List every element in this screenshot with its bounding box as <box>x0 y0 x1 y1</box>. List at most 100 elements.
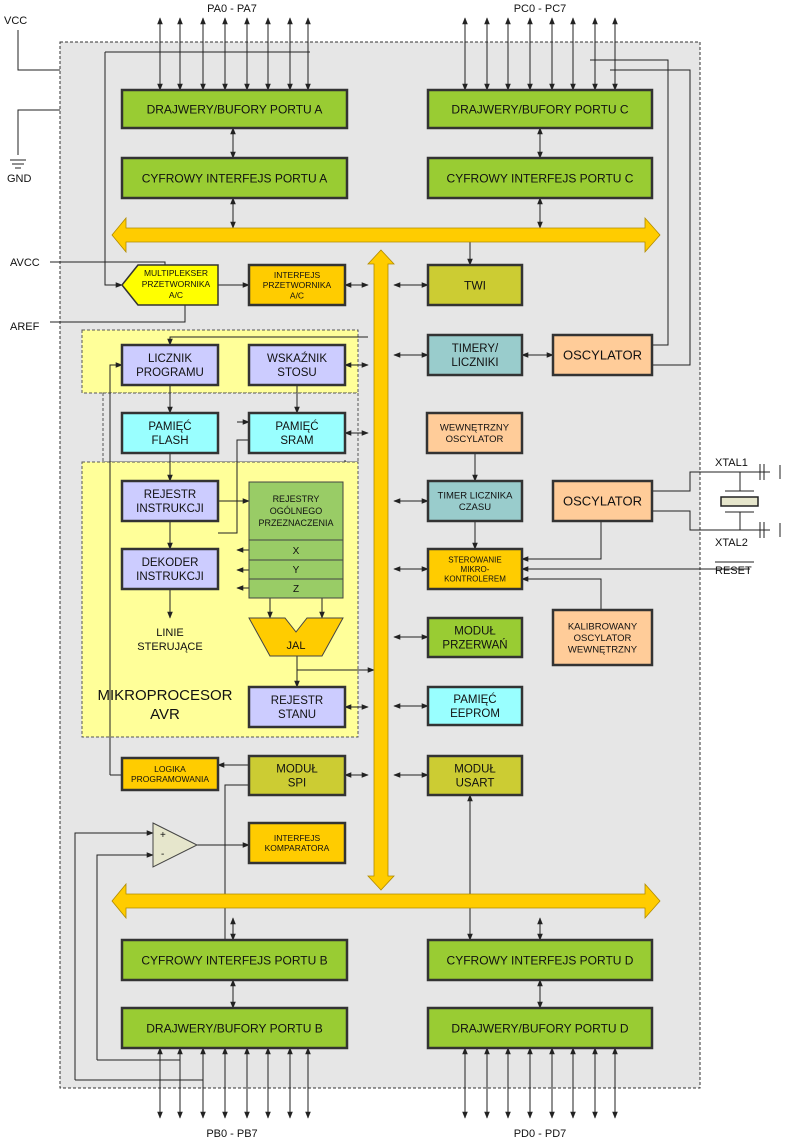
connection-line <box>104 52 123 288</box>
vcc-label: VCC <box>4 15 27 27</box>
watchdog-timer-label: CZASU <box>459 502 491 513</box>
reset-label: RESET <box>715 565 752 577</box>
porta-interface: CYFROWY INTERFEJS PORTU A <box>120 156 349 200</box>
general-purpose-registers: REJESTRY OGÓLNEGO PRZEZNACZENIA X Y Z <box>248 481 344 599</box>
connection-line <box>652 510 770 531</box>
calibrated-oscillator-label: OSCYLATOR <box>574 633 632 644</box>
oscillator-xtal-label: OSCYLATOR <box>563 494 642 509</box>
blocks: DRAJWERY/BUFORY PORTU A CYFROWY INTERFEJS… <box>120 88 654 1050</box>
instruction-register-label: INSTRUKCJI <box>136 503 204 515</box>
connection-line <box>218 439 249 534</box>
crystal <box>720 490 759 513</box>
internal-oscillator-label: OSCYLATOR <box>446 434 504 445</box>
adc-interface-label: INTERFEJS <box>274 270 321 280</box>
flash-memory: PAMIĘĆ FLASH <box>120 411 220 455</box>
connection-line <box>224 784 249 940</box>
analog-comparator: + - <box>152 822 199 868</box>
cpu-title-2: AVR <box>150 706 180 723</box>
program-counter-label: LICZNIK <box>148 353 192 365</box>
stack-pointer-label: WSKAŹNIK <box>267 352 327 365</box>
registers-title-1: REJESTRY <box>273 494 320 504</box>
stack-pointer: WSKAŹNIK STOSU <box>247 343 347 387</box>
wires <box>10 17 781 1119</box>
control-lines-label-1: LINIE <box>156 627 184 639</box>
mcu-control-label: MIKRO- <box>461 565 490 574</box>
flash-memory-label: FLASH <box>151 435 188 447</box>
mcu-control-label: KONTROLEREM <box>444 574 506 583</box>
portc-pins-label: PC0 - PC7 <box>514 3 567 15</box>
timers-counters-label: LICZNIKI <box>451 357 498 369</box>
porta-interface-label: CYFROWY INTERFEJS PORTU A <box>142 171 328 185</box>
internal-oscillator-label: WEWNĘTRZNY <box>440 423 510 434</box>
spi: MODUŁ SPI <box>247 754 347 797</box>
sram-memory-label: SRAM <box>280 435 313 447</box>
portc-interface: CYFROWY INTERFEJS PORTU C <box>426 156 654 200</box>
xtal2-label: XTAL2 <box>715 537 748 549</box>
instruction-decoder-label: INSTRUKCJI <box>136 571 204 583</box>
spi-label: SPI <box>288 778 307 790</box>
connection-line <box>50 305 186 323</box>
connection-line <box>74 830 154 1080</box>
flash-memory-label: PAMIĘĆ <box>148 420 191 433</box>
portb-interface-label: CYFROWY INTERFEJS PORTU B <box>141 953 327 967</box>
comparator-minus: - <box>161 849 164 860</box>
instruction-register-label: REJESTR <box>144 489 196 501</box>
calibrated-oscillator-label: WEWNĘTRZNY <box>568 644 638 655</box>
timers-counters: TIMERY/LICZNIKI <box>426 333 524 377</box>
instruction-decoder: DEKODER INSTRUKCJI <box>120 547 220 591</box>
stack-pointer-label: STOSU <box>277 367 316 379</box>
mux-label-3: A/C <box>169 290 183 300</box>
connection-line <box>167 336 368 346</box>
eeprom-label: EEPROM <box>450 708 500 720</box>
connection-line <box>17 30 60 71</box>
adc-interface-label: PRZETWORNIKA <box>263 280 332 290</box>
status-register-label: STANU <box>278 709 316 721</box>
instruction-decoder-label: DEKODER <box>142 557 199 569</box>
connection-line <box>17 109 60 155</box>
register-z: Z <box>293 584 299 595</box>
connection-line <box>96 852 154 1060</box>
register-x: X <box>293 546 300 557</box>
data-bus-top <box>111 216 661 254</box>
registers-title-3: PRZEZNACZENIA <box>258 518 333 528</box>
interrupt-unit-label: PRZERWAŃ <box>442 639 507 652</box>
program-counter: LICZNIK PROGRAMU <box>120 343 220 387</box>
twi: TWI <box>426 263 524 307</box>
portb-interface: CYFROWY INTERFEJS PORTU B <box>120 938 349 982</box>
connection-line <box>590 59 669 346</box>
alu: JAL <box>248 617 344 657</box>
usart-label: USART <box>456 778 495 790</box>
portc-drivers-label: DRAJWERY/BUFORY PORTU C <box>451 102 628 116</box>
spi-label: MODUŁ <box>276 764 318 776</box>
program-counter-label: PROGRAMU <box>136 367 204 379</box>
connection-line <box>109 362 123 775</box>
connection-line <box>652 471 770 492</box>
control-lines-label-2: STERUJĄCE <box>137 641 202 653</box>
connection-line <box>521 521 602 562</box>
portc-drivers: DRAJWERY/BUFORY PORTU C <box>426 88 654 130</box>
portb-pins-label: PB0 - PB7 <box>206 1128 257 1140</box>
twi-label: TWI <box>464 278 486 292</box>
porta-pins-label: PA0 - PA7 <box>207 3 257 15</box>
programming-logic-label: PROGRAMOWANIA <box>131 774 209 784</box>
porta-drivers-label: DRAJWERY/BUFORY PORTU A <box>147 102 323 116</box>
mcu-control-label: STEROWANIE <box>448 555 501 564</box>
timers-counters-label: TIMERY/ <box>452 343 499 355</box>
portb-drivers-label: DRAJWERY/BUFORY PORTU B <box>146 1021 322 1035</box>
adc-multiplexer: MULTIPLEKSER PRZETWORNIKA A/C <box>121 264 219 306</box>
programming-logic-label: LOGIKA <box>154 764 186 774</box>
portd-interface: CYFROWY INTERFEJS PORTU D <box>426 938 654 982</box>
connection-line <box>521 576 602 610</box>
avcc-label: AVCC <box>10 257 40 269</box>
